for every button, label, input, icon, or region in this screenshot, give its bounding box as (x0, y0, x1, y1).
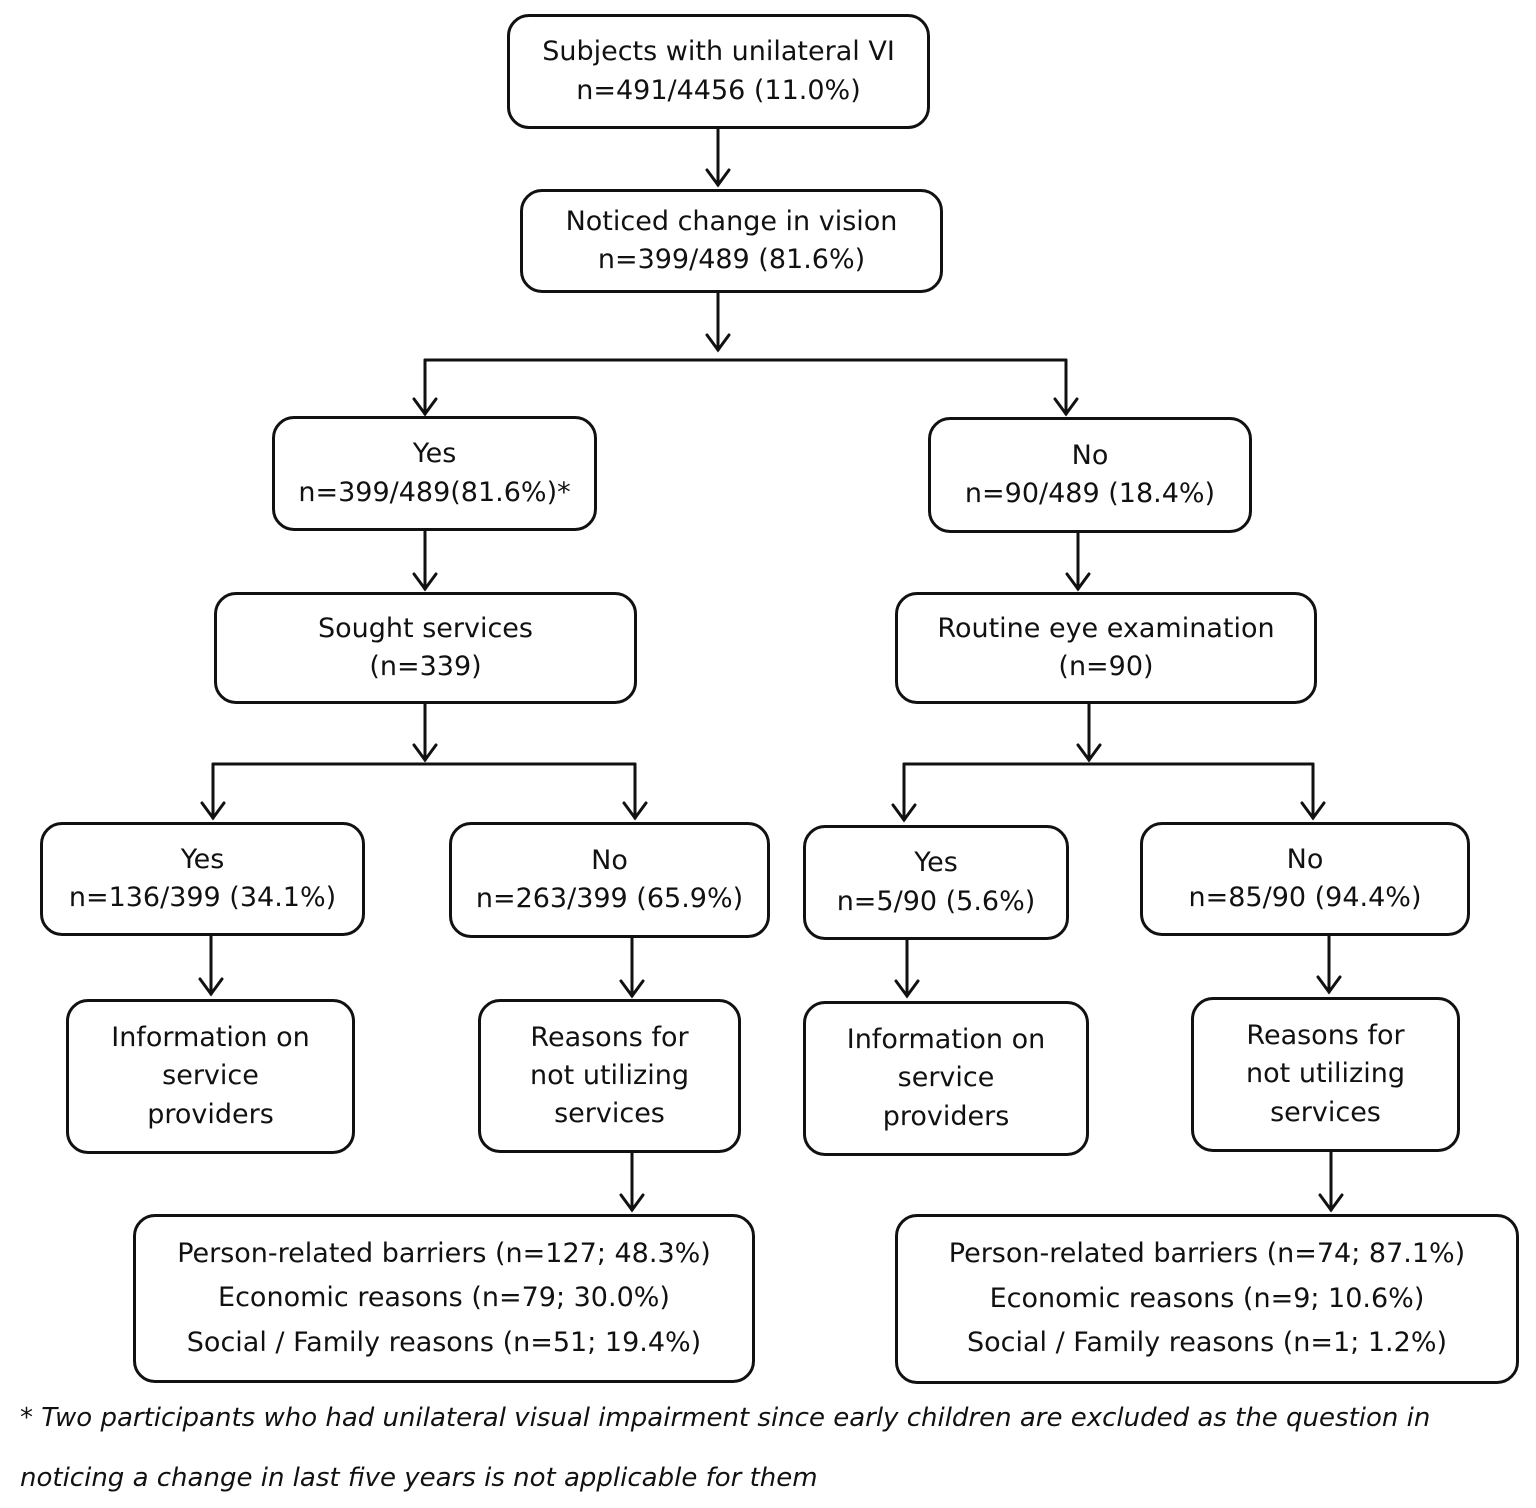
node-line: Information on (111, 1022, 310, 1053)
node-line: Yes (180, 843, 225, 875)
node-line: Yes (914, 847, 958, 879)
node-line: No (1071, 439, 1109, 471)
barrier-line: Person-related barriers (n=127; 48.3%) (177, 1237, 711, 1269)
node-information-on-service-providers-right: Information on service providers (803, 1001, 1089, 1156)
node-line: (n=90) (1058, 651, 1154, 682)
arrowhead-sought (412, 572, 438, 592)
arrowhead-sought-split (412, 743, 438, 763)
arrowhead-reasons-right (1316, 975, 1342, 995)
arrowhead-routine-yes (891, 803, 917, 823)
arrowhead-split-top (705, 333, 731, 353)
node-line: Yes (412, 438, 457, 470)
node-routine-no: No n=85/90 (94.4%) (1140, 822, 1470, 936)
node-unilateral-vi-subjects: Subjects with unilateral VI n=491/4456 (… (507, 14, 930, 129)
node-barriers-right: Person-related barriers (n=74; 87.1%) Ec… (895, 1214, 1519, 1384)
node-information-on-service-providers-left: Information on service providers (66, 999, 355, 1154)
arrowhead-info-left (198, 977, 224, 997)
node-sought-services: Sought services (n=339) (214, 592, 637, 704)
node-line: not utilizing (1246, 1058, 1405, 1090)
node-sought-no: No n=263/399 (65.9%) (449, 822, 770, 938)
node-line: No (591, 844, 628, 876)
node-line: n=85/90 (94.4%) (1188, 882, 1422, 913)
node-line: n=90/489 (18.4%) (964, 478, 1216, 509)
footnote: * Two participants who had unilateral vi… (20, 1388, 1520, 1508)
barrier-line: Economic reasons (n=9; 10.6%) (989, 1282, 1425, 1314)
node-line: service (162, 1060, 259, 1092)
arrowhead-info-right (894, 979, 920, 999)
node-line: services (1270, 1096, 1381, 1128)
arrowhead-noticed (705, 168, 731, 188)
node-line: n=136/399 (34.1%) (68, 882, 337, 913)
node-line: Reasons for (530, 1021, 689, 1053)
node-reasons-not-utilizing-left: Reasons for not utilizing services (478, 999, 741, 1153)
footnote-line: noticing a change in last five years is … (20, 1463, 818, 1493)
node-line: service (897, 1062, 995, 1094)
barrier-line: Social / Family reasons (n=1; 1.2%) (966, 1327, 1448, 1359)
arrowhead-sought-yes (200, 801, 226, 821)
node-line: n=399/489(81.6%)* (298, 476, 571, 508)
node-line: Noticed change in vision (565, 205, 898, 237)
node-noticed-change: Noticed change in vision n=399/489 (81.6… (520, 189, 943, 293)
arrowhead-routine-no (1300, 801, 1326, 821)
node-noticed-yes: Yes n=399/489(81.6%)* (272, 416, 597, 531)
node-sought-yes: Yes n=136/399 (34.1%) (40, 822, 365, 936)
node-line: services (554, 1098, 665, 1130)
node-line: Routine eye examination (937, 612, 1275, 644)
node-line: providers (147, 1098, 274, 1130)
arrowhead-barriers-left (619, 1193, 645, 1213)
footnote-line: * Two participants who had unilateral vi… (20, 1403, 1431, 1433)
barrier-line: Social / Family reasons (n=51; 19.4%) (186, 1326, 702, 1358)
node-line: Sought services (318, 612, 533, 644)
node-barriers-left: Person-related barriers (n=127; 48.3%) E… (133, 1214, 755, 1383)
node-line: not utilizing (530, 1059, 689, 1091)
node-reasons-not-utilizing-right: Reasons for not utilizing services (1191, 997, 1460, 1152)
arrowhead-sought-no (622, 801, 648, 821)
node-line: n=263/399 (65.9%) (475, 883, 744, 914)
node-line: Information on (846, 1024, 1046, 1055)
node-noticed-no: No n=90/489 (18.4%) (928, 417, 1252, 533)
node-line: Reasons for (1246, 1020, 1405, 1051)
node-routine-eye-examination: Routine eye examination (n=90) (895, 592, 1317, 704)
node-line: No (1286, 843, 1324, 875)
node-line: n=491/4456 (11.0%) (576, 74, 861, 106)
barrier-line: Economic reasons (n=79; 30.0%) (218, 1282, 670, 1314)
arrowhead-routine-split (1076, 743, 1102, 763)
arrowhead-yes (412, 397, 438, 417)
arrowhead-barriers-right (1318, 1193, 1344, 1213)
node-line: (n=339) (369, 651, 482, 682)
node-line: n=5/90 (5.6%) (836, 885, 1036, 917)
arrowhead-no (1053, 397, 1079, 417)
node-line: n=399/489 (81.6%) (597, 244, 866, 275)
node-line: providers (882, 1100, 1010, 1132)
arrowhead-reasons-left (619, 979, 645, 999)
barrier-line: Person-related barriers (n=74; 87.1%) (948, 1238, 1466, 1270)
arrowhead-routine (1065, 572, 1091, 592)
node-routine-yes: Yes n=5/90 (5.6%) (803, 825, 1069, 940)
node-line: Subjects with unilateral VI (542, 36, 895, 68)
